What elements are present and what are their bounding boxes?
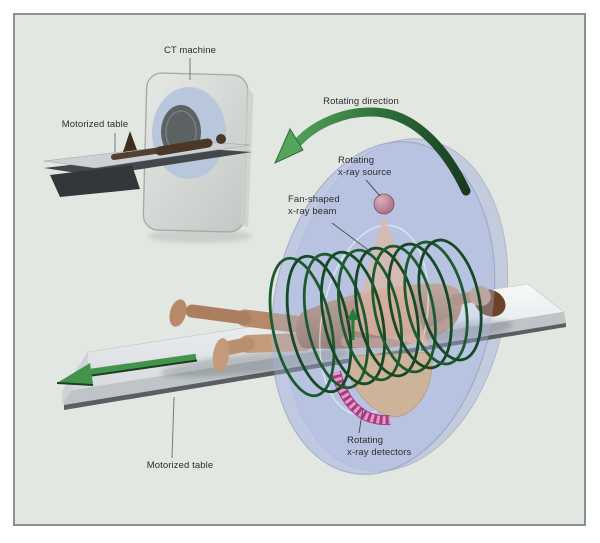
- rotation-arrow-icon: [274, 107, 471, 196]
- x-ray-detectors-band: [331, 370, 391, 426]
- body-shadow-right: [417, 319, 513, 343]
- inset-table-pedestal: [50, 165, 140, 197]
- inset-table-support: [44, 149, 252, 176]
- body-shadow-left: [160, 348, 350, 378]
- far-foot: [169, 299, 187, 327]
- detectors-label: Rotating x-ray detectors: [347, 435, 412, 458]
- main-motorized-table-label: Motorized table: [146, 460, 214, 471]
- leader-lines: [114, 58, 381, 459]
- ct-gantry-side-face: [240, 87, 254, 228]
- helical-coil: [268, 238, 483, 398]
- x-ray-source-dot: [373, 193, 395, 215]
- far-leg-thigh: [236, 309, 311, 334]
- table-direction-arrow-icon: [56, 353, 198, 386]
- coil-direction-arrow-icon: [347, 308, 359, 340]
- near-foot: [212, 338, 230, 372]
- fan-beam-label: Fan-shaped x-ray beam: [288, 194, 340, 217]
- rotating-direction-label: Rotating direction: [323, 96, 399, 107]
- ct-machine-inset-illustration: [43, 72, 254, 243]
- inset-motorized-table-label: Motorized table: [61, 119, 129, 130]
- far-leg-calf: [185, 304, 252, 325]
- inset-patient: [111, 131, 226, 160]
- ct-machine-label: CT machine: [163, 45, 217, 56]
- x-ray-source-label: Rotating x-ray source: [338, 155, 392, 178]
- main-scene: [56, 58, 566, 475]
